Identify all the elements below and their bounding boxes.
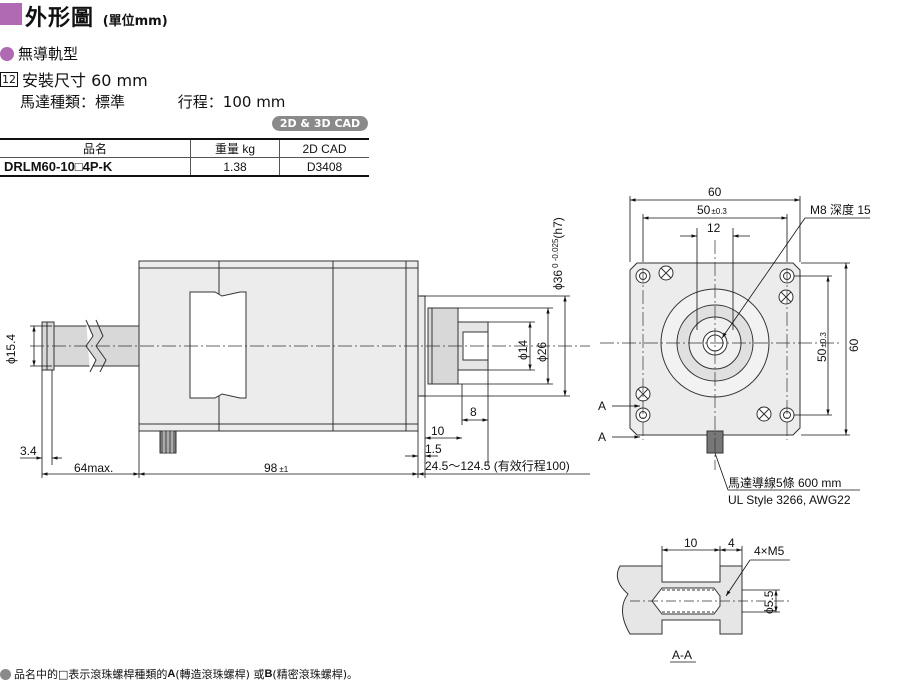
dim-98: 98±1 — [264, 461, 289, 475]
size-label: 安裝尺寸 60 mm — [22, 71, 148, 90]
side-view — [41, 260, 489, 454]
footer-a: A — [167, 668, 176, 680]
dim-1-5: 1.5 — [425, 442, 442, 456]
motor-type: 馬達種類：標準 — [20, 93, 126, 111]
footer-note: 品名中的 □ 表示滾珠螺桿種類的 A (轉造滾珠螺桿) 或 B (精密滾珠螺桿)… — [0, 666, 358, 682]
footer-text-2: 表示滾珠螺桿種類的 — [68, 668, 168, 681]
bullet-icon — [0, 668, 11, 680]
dim-width-60: 60 — [708, 185, 722, 199]
footer-box: □ — [58, 667, 69, 681]
front-dimensions — [612, 196, 870, 491]
dim-8: 8 — [470, 405, 477, 419]
cell-cad[interactable]: D3408 — [279, 157, 369, 176]
dim-pitch-50: 50±0.3 — [697, 203, 727, 217]
table-row: DRLM60-10□4P-K 1.38 D3408 — [0, 157, 369, 176]
lead-wire-label: 馬達導線5條 600 mm — [728, 475, 841, 490]
table-header-row: 品名 重量 kg 2D CAD — [0, 139, 369, 158]
section-dimensions — [661, 546, 790, 663]
screw-holes — [635, 265, 794, 422]
label-window — [189, 291, 247, 399]
spec-line: 馬達種類：標準 行程：100 mm — [20, 91, 285, 112]
size-marker: 12 — [0, 71, 18, 87]
dim-64max: 64max. — [74, 461, 113, 475]
type-label: 無導軌型 — [18, 45, 79, 63]
title-main: 外形圖 — [25, 6, 95, 31]
dim-shaft-dia: ϕ360 -0.025(h7) — [551, 217, 565, 290]
page-title: 外形圖 (單位mm) — [25, 0, 168, 32]
cell-model: DRLM60-10□4P-K — [4, 159, 113, 174]
cad-badge[interactable]: 2D & 3D CAD — [272, 116, 368, 131]
section-mark-a1: A — [598, 399, 606, 413]
dim-pilot-12: 12 — [707, 221, 721, 235]
size-line: 12 安裝尺寸 60 mm — [0, 67, 148, 91]
lead-wire-spec: UL Style 3266, AWG22 — [728, 493, 851, 507]
footer-b: B — [264, 668, 273, 680]
dim-side-60: 60 — [847, 338, 861, 352]
sec-dim-4: 4 — [728, 536, 735, 550]
dim-10: 10 — [431, 424, 445, 438]
header-weight: 重量 kg — [190, 139, 280, 158]
dim-flange-dia: ϕ26 — [535, 342, 549, 362]
dim-3-4: 3.4 — [20, 444, 37, 458]
type-line: 無導軌型 — [0, 43, 78, 64]
dim-stroke-range: 24.5～124.5 (有效行程100) — [425, 458, 570, 473]
title-marker — [0, 3, 22, 25]
side-dimensions — [20, 295, 590, 478]
stroke-label: 行程：100 mm — [177, 93, 286, 111]
dim-tap: M8 深度 15 — [810, 202, 871, 217]
title-unit: (單位mm) — [102, 14, 168, 29]
footer-text-4: (精密滾珠螺桿)。 — [272, 668, 358, 681]
dim-screw-dia: ϕ15.4 — [4, 334, 18, 364]
header-model: 品名 — [82, 142, 107, 156]
dim-nut-dia: ϕ14 — [516, 340, 530, 360]
cell-weight: 1.38 — [190, 157, 280, 176]
sec-dim-m5: 4×M5 — [754, 544, 785, 558]
footer-text-3: (轉造滾珠螺桿) 或 — [175, 668, 265, 681]
bullet-icon — [0, 46, 14, 61]
dim-side-50: 50±0.3 — [815, 332, 829, 362]
header-cad: 2D CAD — [279, 139, 369, 158]
spec-table: 品名 重量 kg 2D CAD DRLM60-10□4P-K 1.38 D340… — [0, 138, 369, 177]
sec-dim-55: ϕ5.5 — [762, 590, 776, 614]
section-mark-a2: A — [598, 430, 606, 444]
section-view — [616, 565, 743, 635]
sec-dim-10: 10 — [684, 536, 698, 550]
section-title: A-A — [672, 648, 692, 662]
footer-text-1: 品名中的 — [14, 668, 58, 681]
